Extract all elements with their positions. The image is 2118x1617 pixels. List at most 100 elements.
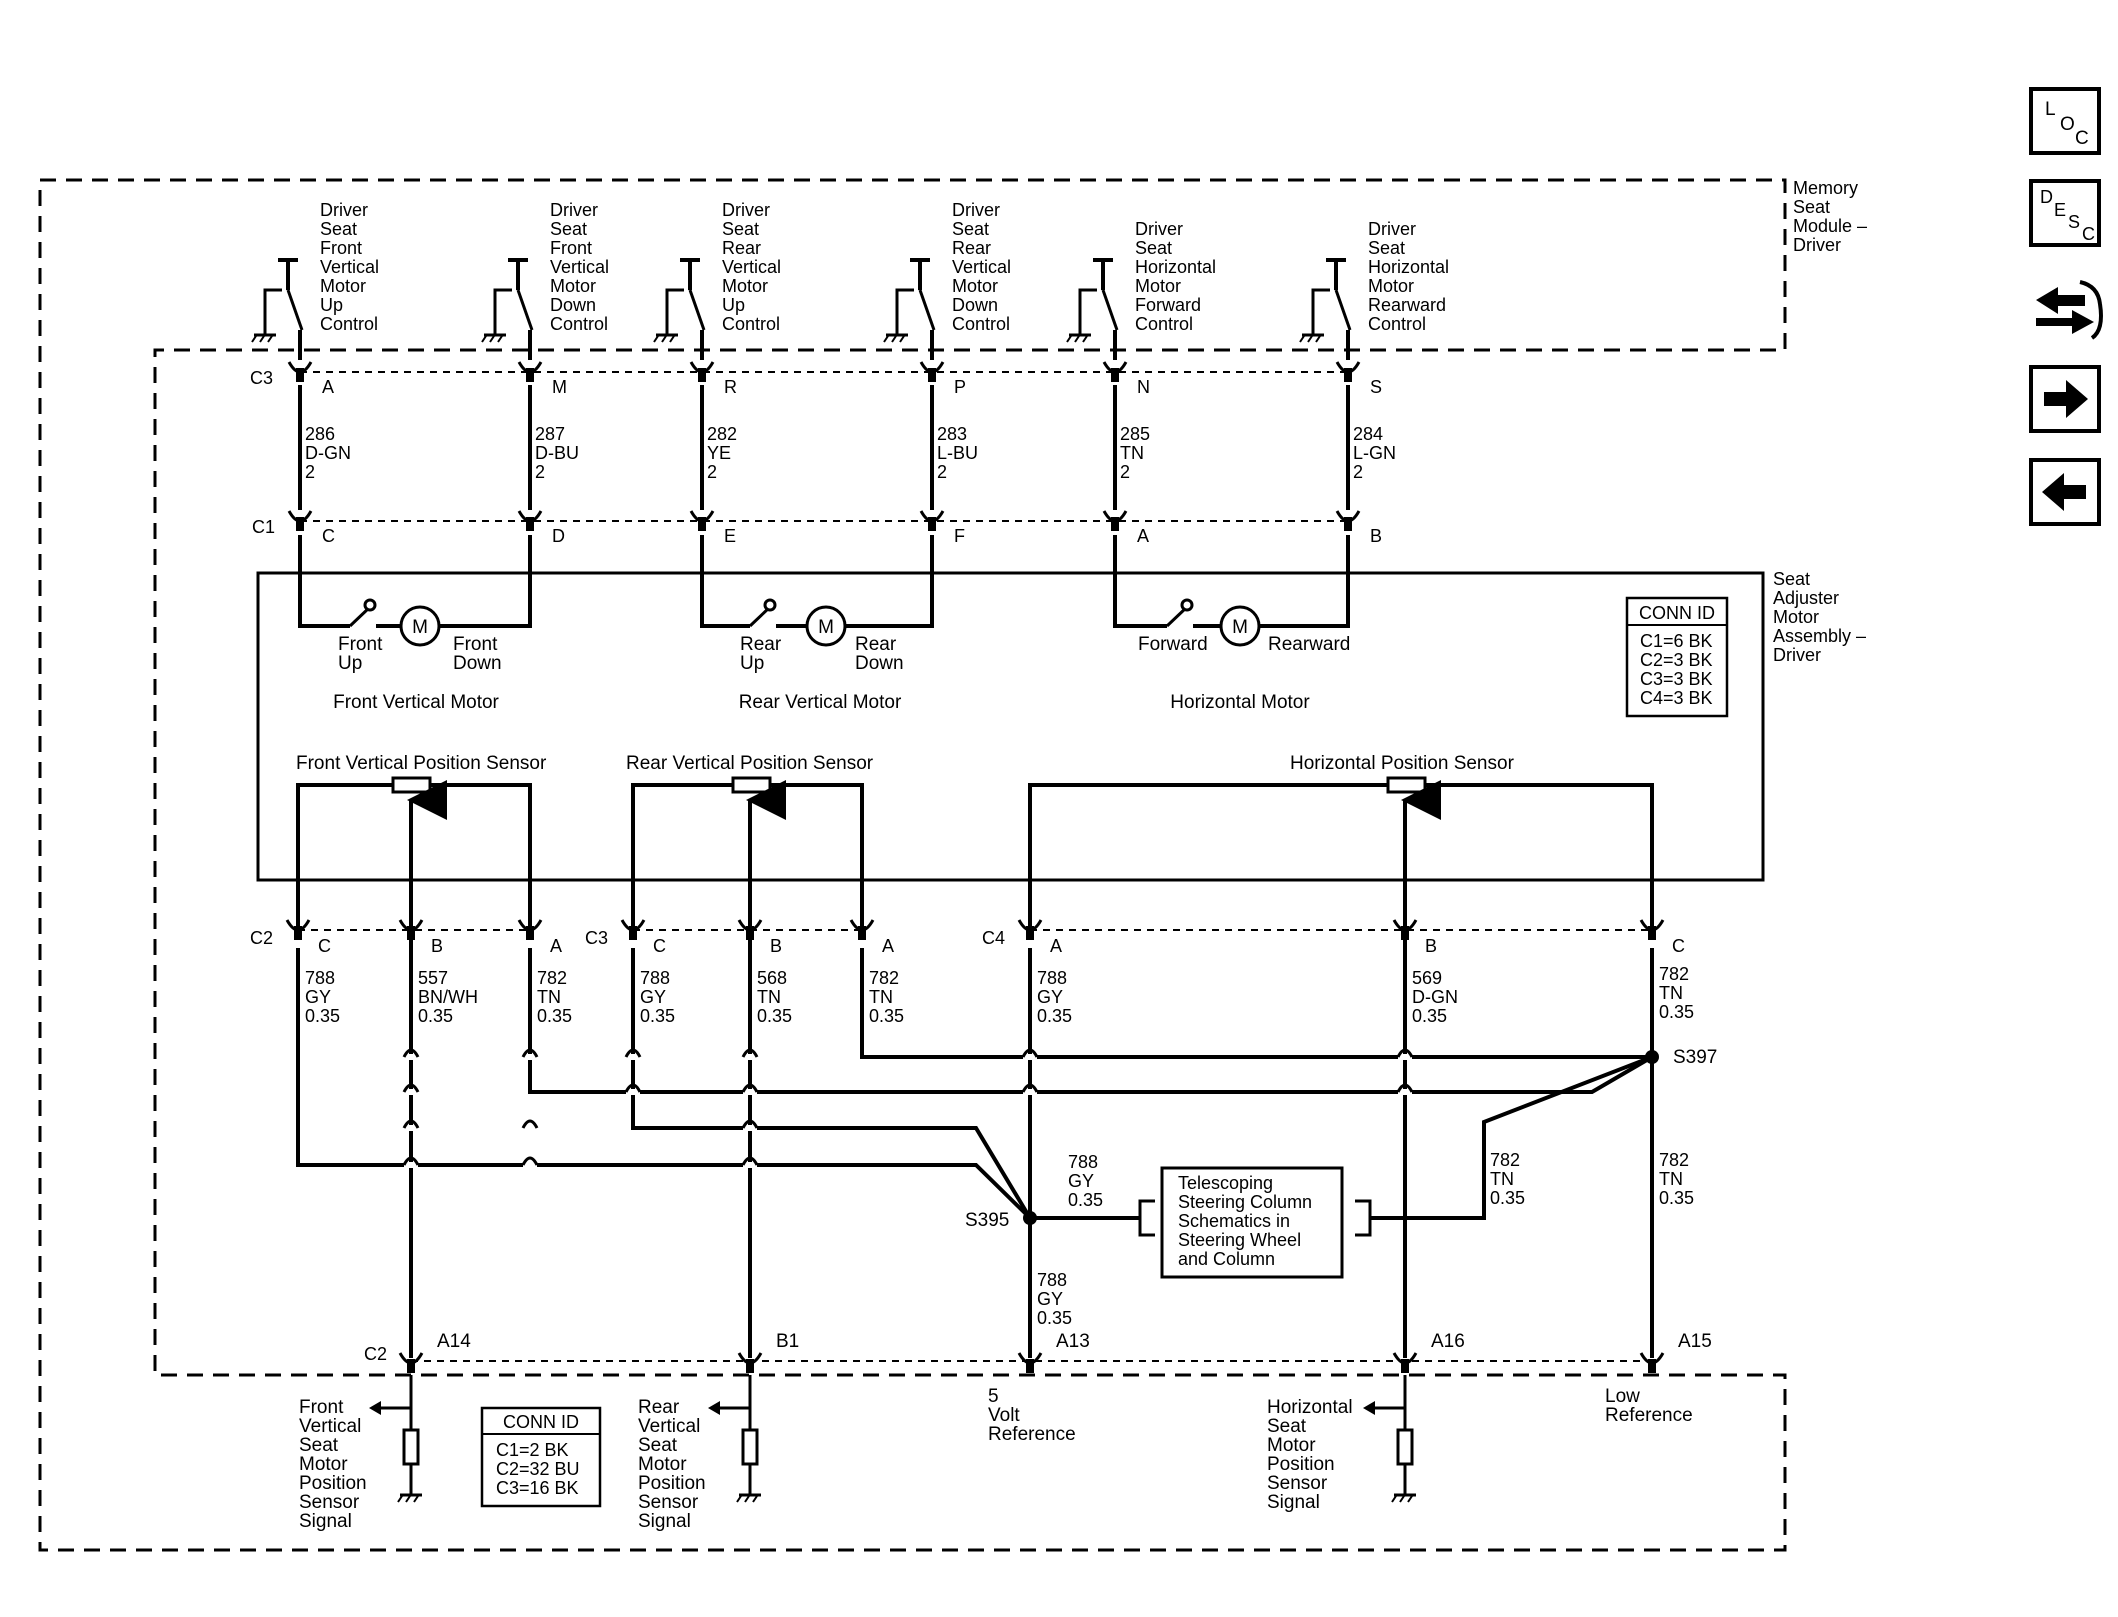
nav-loc-button[interactable]: L O C [2029, 87, 2101, 155]
signal-label: Sensor [1267, 1473, 1328, 1494]
switch-label-line: Control [952, 314, 1010, 334]
wire-spec: 788 [305, 968, 335, 988]
conn-id-title: CONN ID [1639, 603, 1715, 623]
signal-label: Low [1605, 1386, 1640, 1407]
wire-gauge: 2 [937, 462, 947, 482]
switch-label-line: Vertical [550, 257, 609, 277]
wire-color: D-BU [535, 443, 579, 463]
wire-spec: 788 [640, 968, 670, 988]
pin-label: C [653, 936, 666, 956]
signal-label: Rear [638, 1397, 680, 1418]
switch-label-line: Control [550, 314, 608, 334]
control-switch: DriverSeatFrontVerticalMotorUpControlA28… [251, 200, 379, 560]
nav-desc-button[interactable]: D E S C [2029, 179, 2101, 247]
desc-letter: D [2040, 187, 2053, 207]
circuit-number: 287 [535, 424, 565, 444]
pin-label: C [322, 526, 335, 546]
switch-label-line: Rear [722, 238, 761, 258]
assembly-name-line: Motor [1773, 607, 1819, 627]
wire-spec: 782 [1490, 1150, 1520, 1170]
motor-direction-label: Up [740, 653, 764, 674]
connector-c1-pin [1102, 510, 1128, 531]
position-sensor-signal-input: FrontVerticalSeatMotorPositionSensorSign… [299, 1375, 422, 1532]
wire-spec: 0.35 [305, 1006, 340, 1026]
sensor-connector-pin [620, 919, 646, 940]
wire-spec: 782 [869, 968, 899, 988]
connector-c1-pin [689, 510, 715, 531]
pin-label: A14 [437, 1331, 471, 1352]
switch-label-line: Control [722, 314, 780, 334]
pin-label: R [724, 377, 737, 397]
pin-label: A [550, 936, 562, 956]
module-name-line: Memory [1793, 178, 1858, 198]
signal-label: Motor [638, 1454, 687, 1475]
wire-spec: D-GN [1412, 987, 1458, 1007]
switch-label-line: Driver [550, 200, 598, 220]
connector-c3-pin [1102, 361, 1128, 382]
sensor-connector-pin [1639, 919, 1665, 940]
switch-label-line: Seat [952, 219, 989, 239]
switch-label-line: Seat [550, 219, 587, 239]
pin-label: B [1425, 936, 1437, 956]
connector-c1-pin [517, 510, 543, 531]
telescoping-reference[interactable]: Telescoping Steering Column Schematics i… [1138, 1166, 1372, 1279]
module-conn-id-box: CONN ID C1=2 BK C2=32 BU C3=16 BK [480, 1406, 602, 1508]
connector-end-view-icon[interactable] [2036, 280, 2103, 340]
pin-label: B [770, 936, 782, 956]
switch-label-line: Motor [952, 276, 998, 296]
splice-s397 [1645, 1050, 1659, 1064]
switch-label-line: Forward [1135, 295, 1201, 315]
connector-c4-label: C4 [982, 928, 1005, 948]
signal-label: Signal [299, 1511, 352, 1532]
wire-spec: TN [1490, 1169, 1514, 1189]
next-page-arrow-icon[interactable] [2029, 365, 2101, 433]
switch-label-line: Driver [320, 200, 368, 220]
memory-seat-module-boundary [38, 178, 1787, 1552]
pin-label: A15 [1678, 1331, 1712, 1352]
bottom-connector-pin [398, 1352, 424, 1373]
switch-label-line: Vertical [320, 257, 379, 277]
wire-spec: TN [1659, 983, 1683, 1003]
switch-label-line: Motor [320, 276, 366, 296]
wire-spec: 0.35 [1490, 1188, 1525, 1208]
wire-spec: 788 [1037, 968, 1067, 988]
signal-label: Signal [1267, 1492, 1320, 1513]
pin-label: A [882, 936, 894, 956]
pin-label: A [1137, 526, 1149, 546]
signal-label: Seat [638, 1435, 678, 1456]
module-inputs: FrontVerticalSeatMotorPositionSensorSign… [299, 1375, 1693, 1532]
wire-gauge: 2 [535, 462, 545, 482]
pin-label: C [1672, 936, 1685, 956]
connector-c3-pin [1335, 361, 1361, 382]
seat-adjuster-assembly-box [256, 571, 1765, 882]
motor-direction-label: Down [453, 653, 502, 674]
signal-label: 5 [988, 1386, 999, 1407]
signal-label: Reference [988, 1424, 1076, 1445]
wire-spec: 0.35 [1659, 1188, 1694, 1208]
wire-spec: 569 [1412, 968, 1442, 988]
signal-label: Sensor [299, 1492, 360, 1513]
previous-page-arrow-icon[interactable] [2029, 458, 2101, 526]
wire-spec: 0.35 [537, 1006, 572, 1026]
signal-label: Position [638, 1473, 706, 1494]
motor-symbol: M [1232, 617, 1248, 638]
conn-id-title: CONN ID [503, 1412, 579, 1432]
switch-label-line: Driver [1135, 219, 1183, 239]
switch-label-line: Vertical [952, 257, 1011, 277]
wire-spec: 782 [1659, 964, 1689, 984]
wire-color: L-BU [937, 443, 978, 463]
position-sensor-signal-input: RearVerticalSeatMotorPositionSensorSigna… [638, 1375, 761, 1532]
sensor-connector-pin [285, 919, 311, 940]
splice-s397-label: S397 [1673, 1047, 1717, 1068]
motor-direction-label: Rear [740, 634, 782, 655]
bottom-connector-pin [1392, 1352, 1418, 1373]
wire-spec: 0.35 [1037, 1308, 1072, 1328]
bottom-connector-pin [1639, 1352, 1665, 1373]
loc-letter: L [2045, 99, 2056, 120]
circuit-number: 284 [1353, 424, 1383, 444]
wire-spec: 557 [418, 968, 448, 988]
pin-label: E [724, 526, 736, 546]
switch-label-line: Rear [952, 238, 991, 258]
